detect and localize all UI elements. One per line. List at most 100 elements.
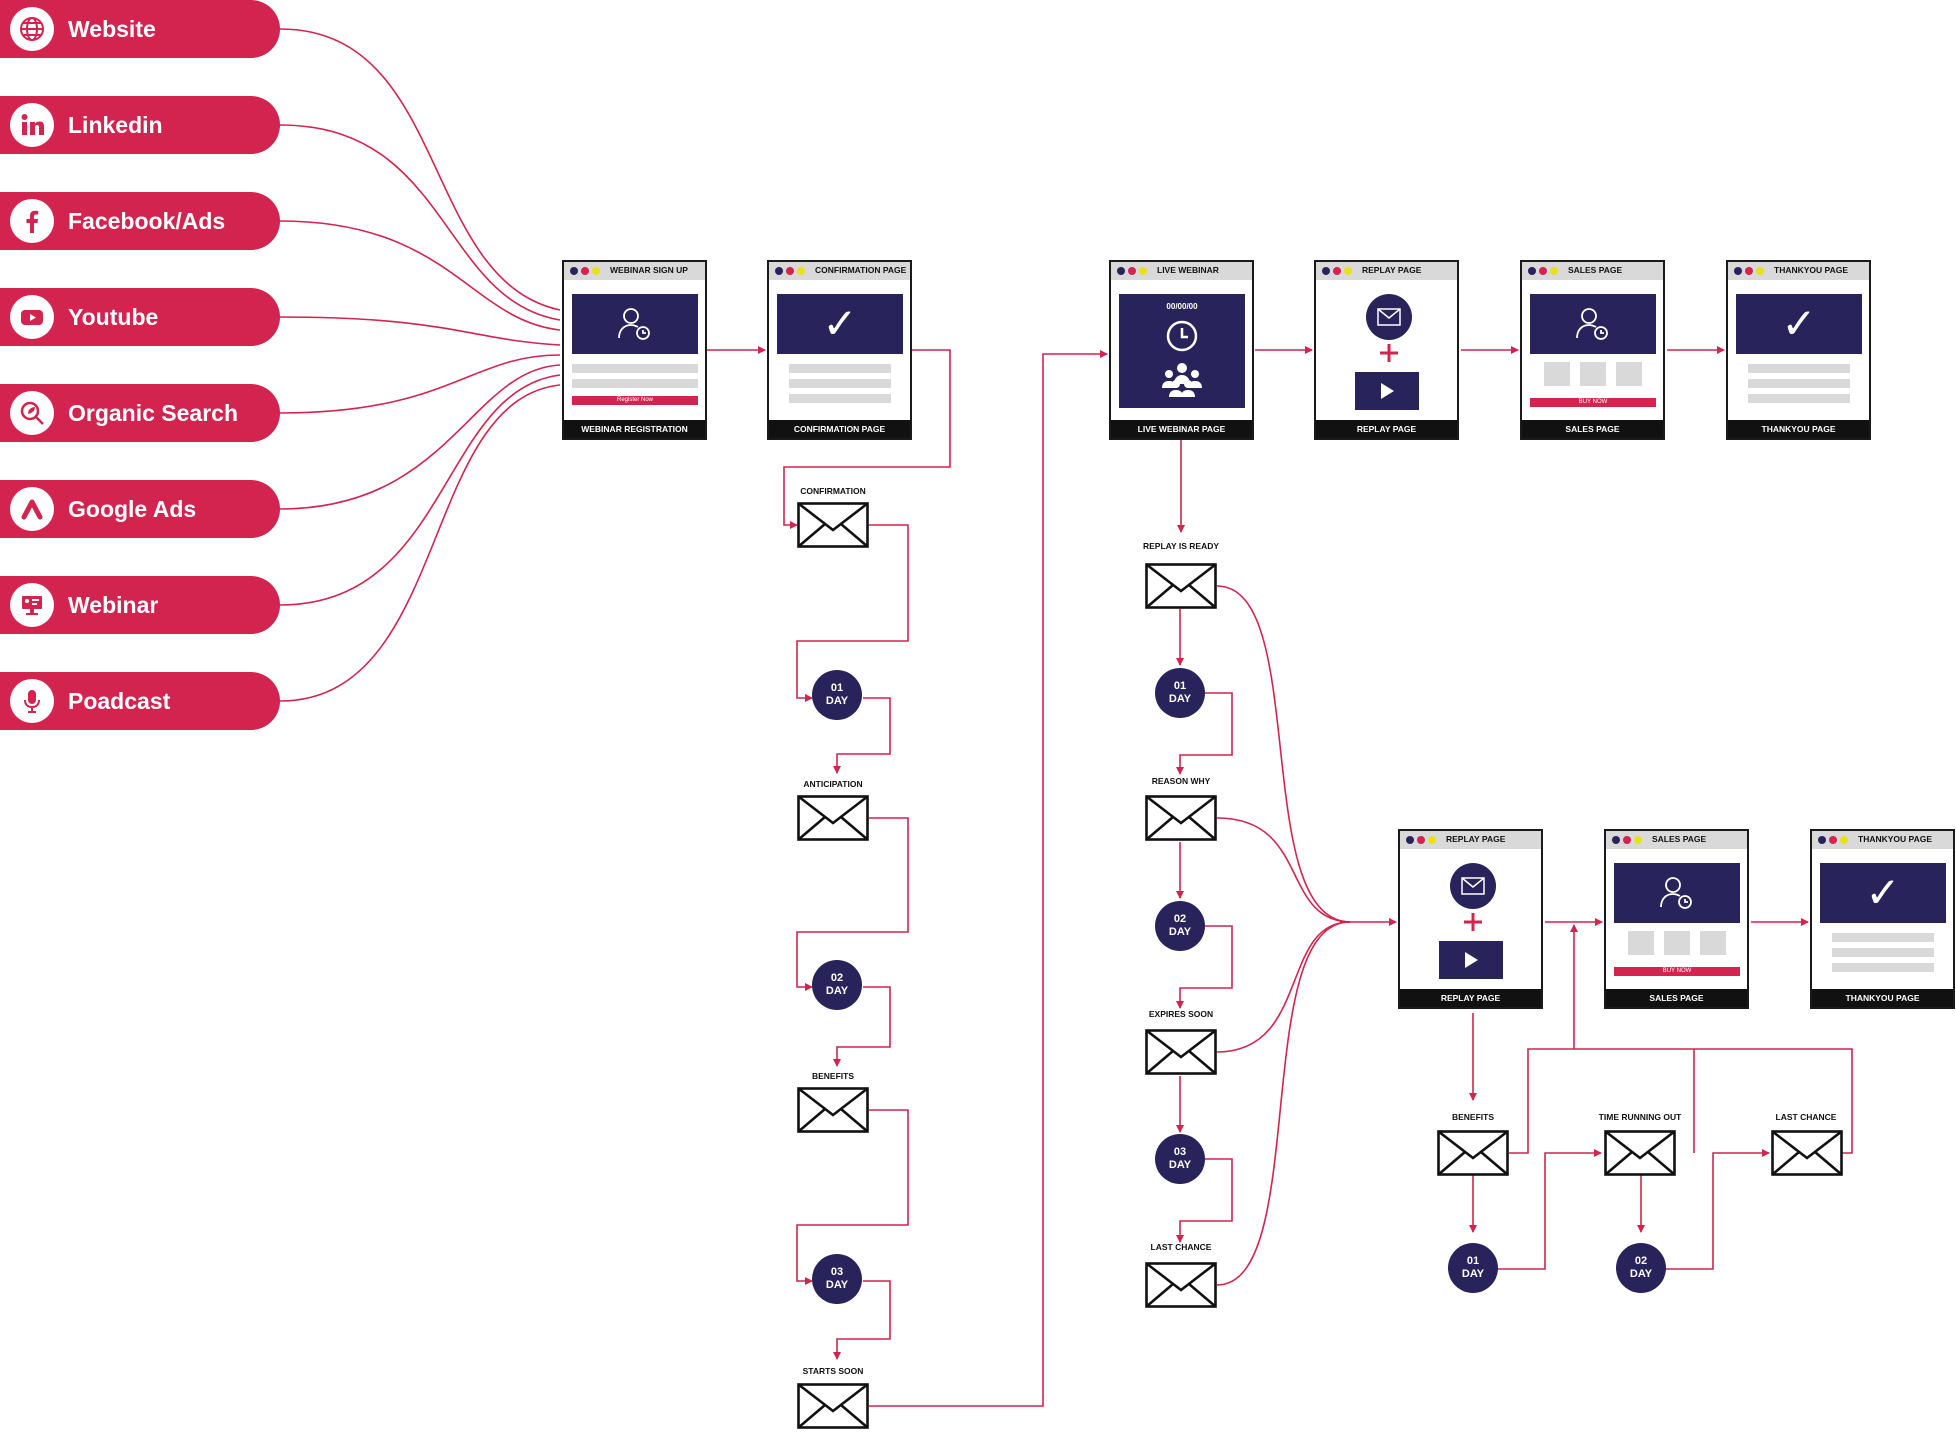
product-tile	[1664, 931, 1690, 955]
page-caption: CONFIRMATION PAGE	[769, 420, 910, 438]
checkmark-icon: ✓	[1781, 300, 1817, 347]
page-caption: SALES PAGE	[1522, 420, 1663, 438]
text-placeholder	[1748, 379, 1850, 388]
text-placeholder	[1748, 394, 1850, 403]
window-dot-icon	[1344, 267, 1352, 275]
source-linkedin[interactable]: Linkedin	[0, 96, 280, 154]
envelope-icon[interactable]	[1145, 795, 1217, 841]
source-youtube[interactable]: Youtube	[0, 288, 280, 346]
page-title: LIVE WEBINAR	[1157, 265, 1219, 275]
window-titlebar: SALES PAGE	[1522, 262, 1663, 280]
replay-page[interactable]: REPLAY PAGE REPLAY PAGE	[1314, 260, 1459, 440]
window-dot-icon	[1128, 267, 1136, 275]
envelope-icon[interactable]	[1145, 563, 1217, 609]
email-label: TIME RUNNING OUT	[1598, 1112, 1682, 1122]
thankyou-page[interactable]: THANKYOU PAGE ✓ THANKYOU PAGE	[1810, 829, 1955, 1009]
window-dot-icon	[1322, 267, 1330, 275]
source-label: Website	[68, 15, 156, 42]
day-number: 01	[1466, 1255, 1480, 1267]
buy-now-button[interactable]: BUY NOW	[1614, 967, 1740, 976]
source-organic-search[interactable]: Organic Search	[0, 384, 280, 442]
window-dot-icon	[1417, 836, 1425, 844]
thankyou-page[interactable]: THANKYOU PAGE ✓ THANKYOU PAGE	[1726, 260, 1871, 440]
source-website[interactable]: Website	[0, 0, 280, 58]
envelope-icon[interactable]	[797, 502, 869, 548]
window-dot-icon	[592, 267, 600, 275]
window-dot-icon	[570, 267, 578, 275]
day-unit: DAY	[1629, 1268, 1653, 1280]
page-title: REPLAY PAGE	[1362, 265, 1422, 275]
window-titlebar: CONFIRMATION PAGE	[769, 262, 910, 280]
envelope-icon[interactable]	[1437, 1130, 1509, 1176]
text-placeholder	[1832, 963, 1934, 972]
source-poadcast[interactable]: Poadcast	[0, 672, 280, 730]
replay-page[interactable]: REPLAY PAGE REPLAY PAGE	[1398, 829, 1543, 1009]
register-now-button[interactable]: Register Now	[572, 396, 698, 405]
page-caption: WEBINAR REGISTRATION	[564, 420, 705, 438]
source-label: Google Ads	[68, 495, 197, 522]
webinar-registration-page[interactable]: WEBINAR SIGN UP Register Now WEBINAR REG…	[562, 260, 707, 440]
envelope-icon[interactable]	[797, 1087, 869, 1133]
window-dot-icon	[1139, 267, 1147, 275]
plus-icon	[1464, 913, 1482, 931]
live-webinar-page[interactable]: LIVE WEBINAR 00/00/00 LIVE WEBINAR PAGE	[1109, 260, 1254, 440]
youtube-icon	[10, 295, 54, 339]
buy-now-button[interactable]: BUY NOW	[1530, 398, 1656, 407]
page-caption: LIVE WEBINAR PAGE	[1111, 420, 1252, 438]
window-titlebar: SALES PAGE	[1606, 831, 1747, 849]
window-titlebar: REPLAY PAGE	[1400, 831, 1541, 849]
window-dot-icon	[1406, 836, 1414, 844]
sales-page[interactable]: SALES PAGE BUY NOW SALES PAGE	[1520, 260, 1665, 440]
hero-block: ✓	[777, 294, 903, 354]
hero-block: ✓	[1736, 294, 1862, 354]
product-tile	[1616, 362, 1642, 386]
page-caption: REPLAY PAGE	[1400, 989, 1541, 1007]
window-dot-icon	[1734, 267, 1742, 275]
day-number: 03	[1173, 1146, 1187, 1158]
envelope-icon[interactable]	[1145, 1262, 1217, 1308]
clock-icon	[1166, 320, 1198, 352]
envelope-icon[interactable]	[797, 795, 869, 841]
window-titlebar: LIVE WEBINAR	[1111, 262, 1252, 280]
envelope-icon[interactable]	[1771, 1130, 1843, 1176]
window-dot-icon	[775, 267, 783, 275]
source-label: Facebook/Ads	[68, 207, 226, 234]
window-dot-icon	[1539, 267, 1547, 275]
envelope-icon[interactable]	[797, 1383, 869, 1429]
window-dot-icon	[1550, 267, 1558, 275]
day-unit: DAY	[1461, 1268, 1485, 1280]
email-label: BENEFITS	[811, 1071, 855, 1081]
page-title: REPLAY PAGE	[1446, 834, 1506, 844]
day-number: 01	[1173, 680, 1187, 692]
source-label: Webinar	[68, 591, 159, 618]
source-label: Organic Search	[68, 399, 239, 426]
user-icon	[1614, 863, 1740, 923]
email-label: REPLAY IS READY	[1142, 541, 1220, 551]
checkmark-icon: ✓	[1865, 869, 1901, 916]
day-unit: DAY	[825, 695, 849, 707]
text-placeholder	[1832, 933, 1934, 942]
hero-block: ✓	[1820, 863, 1946, 923]
source-webinar[interactable]: Webinar	[0, 576, 280, 634]
envelope-icon[interactable]	[1145, 1029, 1217, 1075]
page-title: SALES PAGE	[1652, 834, 1707, 844]
window-dot-icon	[1818, 836, 1826, 844]
text-placeholder	[1748, 364, 1850, 373]
email-label: BENEFITS	[1451, 1112, 1495, 1122]
sales-page[interactable]: SALES PAGE BUY NOW SALES PAGE	[1604, 829, 1749, 1009]
linkedin-icon	[10, 103, 54, 147]
email-label: REASON WHY	[1151, 776, 1211, 786]
day-number: 01	[830, 682, 844, 694]
confirmation-page[interactable]: CONFIRMATION PAGE ✓ CONFIRMATION PAGE	[767, 260, 912, 440]
envelope-icon[interactable]	[1604, 1130, 1676, 1176]
window-titlebar: REPLAY PAGE	[1316, 262, 1457, 280]
source-google-ads[interactable]: Google Ads	[0, 480, 280, 538]
countdown-timer: 00/00/00	[1166, 302, 1198, 311]
play-video-icon	[1355, 372, 1419, 410]
source-facebook-ads[interactable]: Facebook/Ads	[0, 192, 280, 250]
page-title: THANKYOU PAGE	[1858, 834, 1932, 844]
